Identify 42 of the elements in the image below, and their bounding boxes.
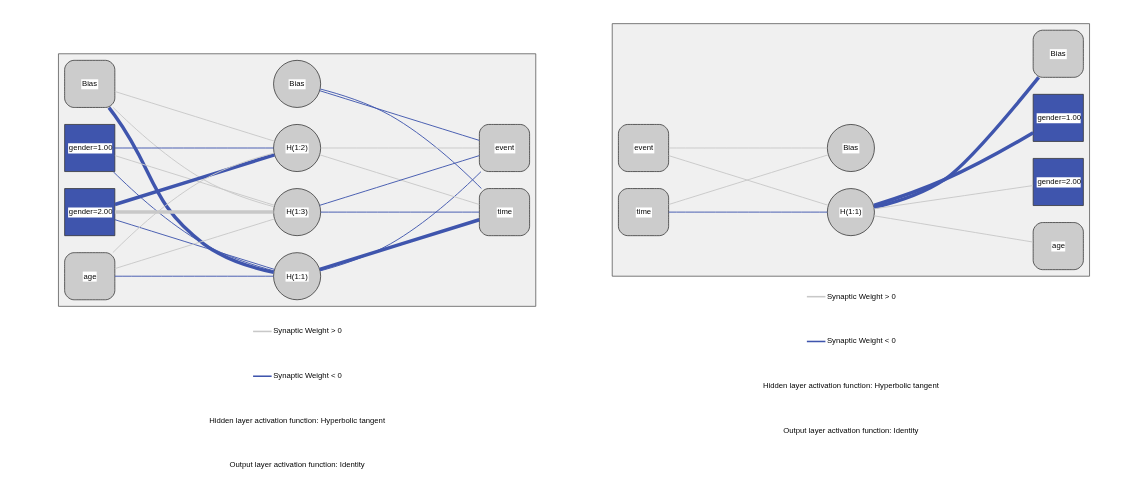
connector bbox=[873, 215, 1033, 243]
label: Hidden layer activation function: Hyperbolic tangent bbox=[762, 380, 939, 390]
label: Output layer activation function: Identity bbox=[229, 460, 365, 470]
connector bbox=[873, 185, 1033, 210]
connector bbox=[319, 211, 480, 213]
node-box: event bbox=[478, 124, 530, 172]
connector bbox=[114, 210, 273, 214]
node-circle: H(1:2) bbox=[272, 124, 321, 172]
connector bbox=[113, 147, 274, 149]
node-circle: H(1:3) bbox=[272, 188, 321, 237]
connector bbox=[872, 131, 1034, 208]
cluster bbox=[57, 53, 536, 307]
label: Output layer activation function: Identity bbox=[782, 425, 918, 435]
legend-label: Synaptic Weight < 0 bbox=[826, 336, 896, 346]
node-box: event bbox=[617, 124, 669, 172]
cluster bbox=[611, 23, 1090, 277]
connector bbox=[318, 218, 480, 272]
connector bbox=[318, 90, 480, 141]
connector bbox=[111, 152, 274, 254]
node-box: Bias bbox=[63, 59, 115, 108]
connector bbox=[873, 76, 1040, 210]
connector bbox=[113, 275, 274, 277]
node-circle: H(1:1) bbox=[272, 252, 321, 301]
connector bbox=[113, 91, 275, 142]
connector bbox=[667, 211, 828, 213]
node-box: time bbox=[617, 188, 669, 237]
node-box: Bias bbox=[1032, 29, 1084, 78]
node-circle: Bias bbox=[826, 124, 875, 172]
node-box: age bbox=[1032, 222, 1084, 271]
connector bbox=[112, 107, 274, 208]
legend-label: Synaptic Weight > 0 bbox=[272, 326, 342, 336]
legend-label: Synaptic Weight < 0 bbox=[272, 371, 342, 381]
connector bbox=[112, 171, 274, 272]
connector bbox=[319, 171, 481, 272]
legend-label: Synaptic Weight > 0 bbox=[826, 291, 896, 301]
node-circle: Bias bbox=[272, 59, 321, 108]
node-box: time bbox=[478, 188, 530, 237]
connector bbox=[319, 88, 482, 189]
node-circle: H(1:1) bbox=[826, 188, 875, 237]
connector bbox=[107, 106, 274, 275]
node-box: age bbox=[63, 252, 115, 301]
label: Hidden layer activation function: Hyperbolic tangent bbox=[208, 415, 385, 425]
